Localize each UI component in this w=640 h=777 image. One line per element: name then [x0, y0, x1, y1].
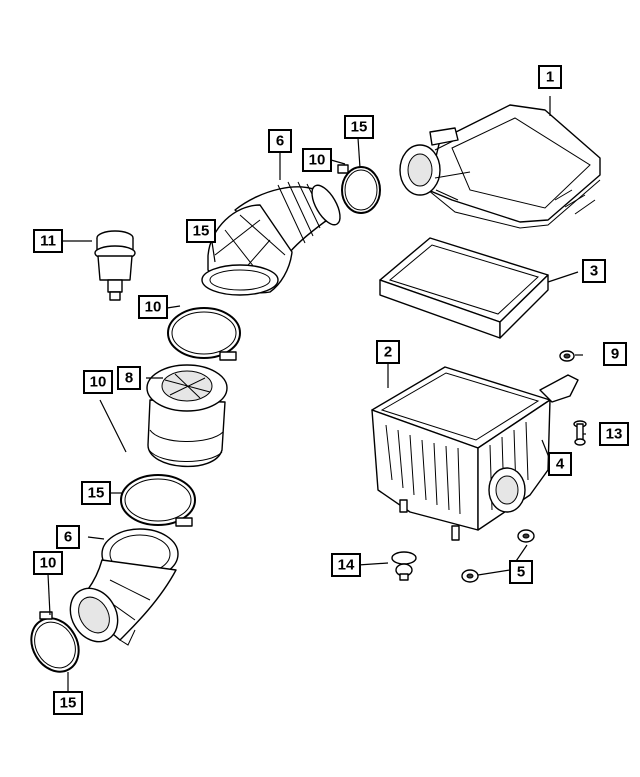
svg-text:2: 2	[384, 344, 392, 361]
callout-10-middle: 10	[138, 295, 168, 319]
leader-lines	[47, 96, 586, 692]
callout-6-upper: 6	[268, 129, 292, 153]
svg-text:1: 1	[546, 69, 554, 86]
air-cleaner-housing	[371, 366, 579, 541]
callout-5: 5	[509, 560, 533, 584]
callout-15-middle: 15	[81, 481, 111, 505]
clamp-bottom	[30, 611, 80, 673]
svg-text:3: 3	[590, 263, 598, 280]
svg-text:14: 14	[338, 557, 355, 574]
callout-14: 14	[331, 553, 361, 577]
air-filter-element	[379, 237, 549, 339]
callout-1: 1	[538, 65, 562, 89]
callout-10-bottom: 10	[33, 551, 63, 575]
callout-11: 11	[33, 229, 63, 253]
svg-text:15: 15	[60, 695, 77, 712]
callout-2: 2	[376, 340, 400, 364]
svg-text:15: 15	[193, 223, 210, 240]
svg-text:4: 4	[556, 456, 565, 473]
air-duct-lower	[69, 528, 179, 646]
resonator-8	[146, 364, 228, 468]
clamp-upper	[337, 164, 381, 214]
svg-text:6: 6	[276, 133, 284, 150]
svg-text:10: 10	[90, 374, 107, 391]
svg-text:15: 15	[88, 485, 105, 502]
callout-13: 13	[599, 422, 629, 446]
bolt-13	[573, 420, 587, 446]
svg-text:15: 15	[351, 119, 368, 136]
callout-3: 3	[582, 259, 606, 283]
callout-6-lower: 6	[56, 525, 80, 549]
callout-15-upper: 15	[344, 115, 374, 139]
svg-text:8: 8	[125, 370, 133, 387]
callout-9: 9	[603, 342, 627, 366]
svg-text:10: 10	[40, 555, 57, 572]
svg-text:9: 9	[611, 346, 619, 363]
air-cleaner-cover	[399, 104, 601, 229]
callout-10-upper: 10	[302, 148, 332, 172]
svg-text:6: 6	[64, 529, 72, 546]
callout-8: 8	[117, 366, 141, 390]
sensor-11	[94, 230, 136, 301]
air-duct-upper	[201, 181, 341, 296]
push-pin-14	[391, 551, 417, 581]
svg-text:10: 10	[309, 152, 326, 169]
svg-text:10: 10	[145, 299, 162, 316]
svg-text:11: 11	[40, 233, 56, 250]
callout-10-lower: 10	[83, 370, 113, 394]
callout-15-duct: 15	[186, 219, 216, 243]
nut-9	[559, 350, 575, 362]
clamp-middle	[167, 307, 241, 361]
svg-text:13: 13	[606, 426, 623, 443]
grommets-5	[461, 529, 535, 583]
clamp-lower-middle	[120, 474, 196, 527]
callout-4: 4	[548, 452, 572, 476]
callout-15-bottom: 15	[53, 691, 83, 715]
svg-text:5: 5	[517, 564, 525, 581]
